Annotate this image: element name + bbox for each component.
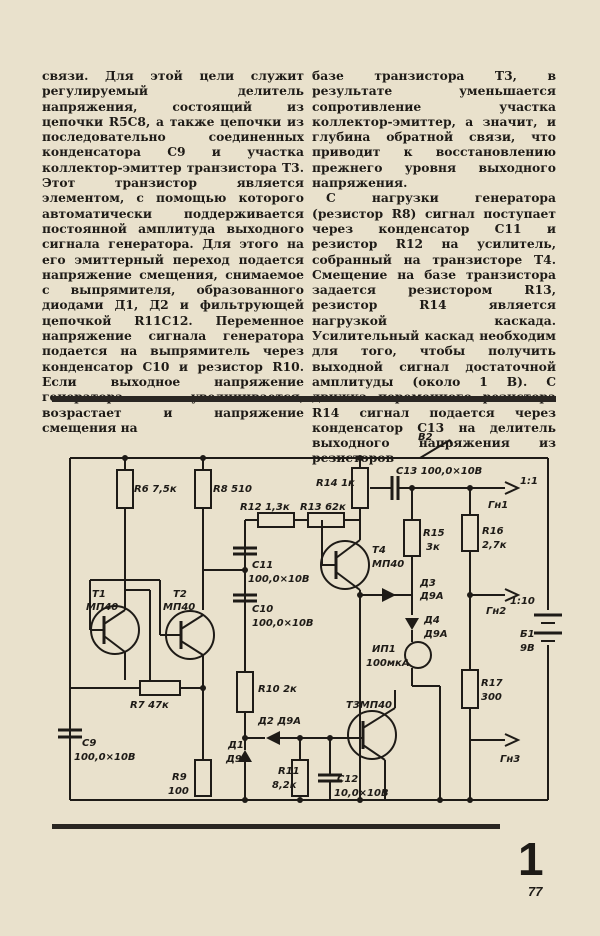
meter-ip1 xyxy=(404,641,432,669)
resistor-r6 xyxy=(116,469,134,509)
label-gn1: Гн1 xyxy=(488,500,508,511)
text-column-right: базе транзистора T3, в результате уменьш… xyxy=(312,68,556,466)
text-column-left: связи. Для этой цели служит регулируемый… xyxy=(42,68,304,435)
resistor-r12 xyxy=(257,512,295,528)
resistor-r9 xyxy=(194,759,212,797)
label-t1-type: МП40 xyxy=(86,602,118,613)
label-c9: C9 xyxy=(82,738,96,749)
label-c11-value: 100,0×10В xyxy=(248,574,310,585)
label-r16: R16 xyxy=(482,526,504,537)
diode-d3 xyxy=(382,588,396,602)
label-r8: R8 510 xyxy=(213,484,252,495)
label-r6: R6 7,5к xyxy=(134,484,177,495)
label-r9-value: 100 xyxy=(168,786,189,797)
label-r7: R7 47к xyxy=(130,700,169,711)
label-r16-value: 2,7к xyxy=(482,540,507,551)
resistor-r13 xyxy=(307,512,345,528)
diode-d1 xyxy=(238,750,252,762)
label-c10-value: 100,0×10В xyxy=(252,618,314,629)
label-ip1: ИП1 xyxy=(372,644,396,655)
label-d3-type: Д9А xyxy=(419,591,444,602)
label-t4-type: МП40 xyxy=(372,559,404,570)
resistor-r17 xyxy=(461,669,479,709)
resistor-r16 xyxy=(461,514,479,552)
label-d1-type: Д9А xyxy=(225,754,250,765)
label-b1-value: 9В xyxy=(520,643,535,654)
circuit-schematic: B2 R6 7,5к R8 510 R14 1к C13 100,0×10В 1… xyxy=(52,396,562,829)
label-b1: Б1 xyxy=(520,629,535,640)
label-c12-value: 10,0×10В xyxy=(334,788,389,799)
label-d3: Д3 xyxy=(419,578,436,589)
label-r17: R17 xyxy=(481,678,503,689)
label-c12: C12 xyxy=(337,774,358,785)
label-d4-type: Д9А xyxy=(423,629,448,640)
label-d4: Д4 xyxy=(423,615,440,626)
label-b2: B2 xyxy=(418,432,433,443)
jack-gn3 xyxy=(504,733,521,747)
label-c11: C11 xyxy=(252,560,273,571)
label-r15-value: 3к xyxy=(426,542,440,553)
label-c13: C13 100,0×10В xyxy=(396,466,482,477)
label-t1: T1 xyxy=(92,589,106,600)
page-number: 77 xyxy=(528,884,543,899)
bottom-divider-bar xyxy=(52,824,500,829)
label-c9-value: 100,0×10В xyxy=(74,752,136,763)
label-out-1-10: 1:10 xyxy=(510,596,535,607)
label-c10: C10 xyxy=(252,604,273,615)
label-r11: R11 xyxy=(278,766,300,777)
paragraph: связи. Для этой цели служит регулируемый… xyxy=(42,68,304,435)
label-gn2: Гн2 xyxy=(486,606,506,617)
label-r17-value: 300 xyxy=(481,692,502,703)
top-divider-bar xyxy=(52,396,556,402)
diode-d2 xyxy=(266,731,280,745)
resistor-r8 xyxy=(194,469,212,509)
jack-gn1 xyxy=(504,481,521,495)
resistor-r10 xyxy=(236,671,254,713)
label-r15: R15 xyxy=(423,528,445,539)
label-r11-value: 8,2к xyxy=(272,780,297,791)
resistor-r7 xyxy=(139,680,181,696)
label-ip1-value: 100мкА xyxy=(366,658,410,669)
label-r10: R10 2к xyxy=(258,684,297,695)
label-t4: T4 xyxy=(372,545,386,556)
transistor-t3 xyxy=(347,710,397,760)
label-gn3: Гн3 xyxy=(500,754,520,765)
label-t3: T3МП40 xyxy=(346,700,392,711)
figure-number: 1 xyxy=(518,833,544,885)
label-r9: R9 xyxy=(172,772,187,783)
label-r12: R12 1,3к xyxy=(240,502,290,513)
resistor-r11 xyxy=(291,759,309,797)
label-r13: R13 62к xyxy=(300,502,346,513)
label-t2-type: МП40 xyxy=(163,602,195,613)
resistor-r15 xyxy=(403,519,421,557)
paragraph: базе транзистора T3, в результате уменьш… xyxy=(312,68,556,191)
label-r14: R14 1к xyxy=(316,478,355,489)
diode-d4 xyxy=(405,618,419,630)
label-d2: Д2 Д9А xyxy=(257,716,301,727)
label-out-1-1: 1:1 xyxy=(520,476,538,487)
label-d1: Д1 xyxy=(227,740,244,751)
label-t2: T2 xyxy=(173,589,187,600)
switch-b2 xyxy=(419,439,451,459)
paragraph: С нагрузки генератора (резистор R8) сигн… xyxy=(312,190,556,466)
jack-gn2 xyxy=(504,588,521,602)
